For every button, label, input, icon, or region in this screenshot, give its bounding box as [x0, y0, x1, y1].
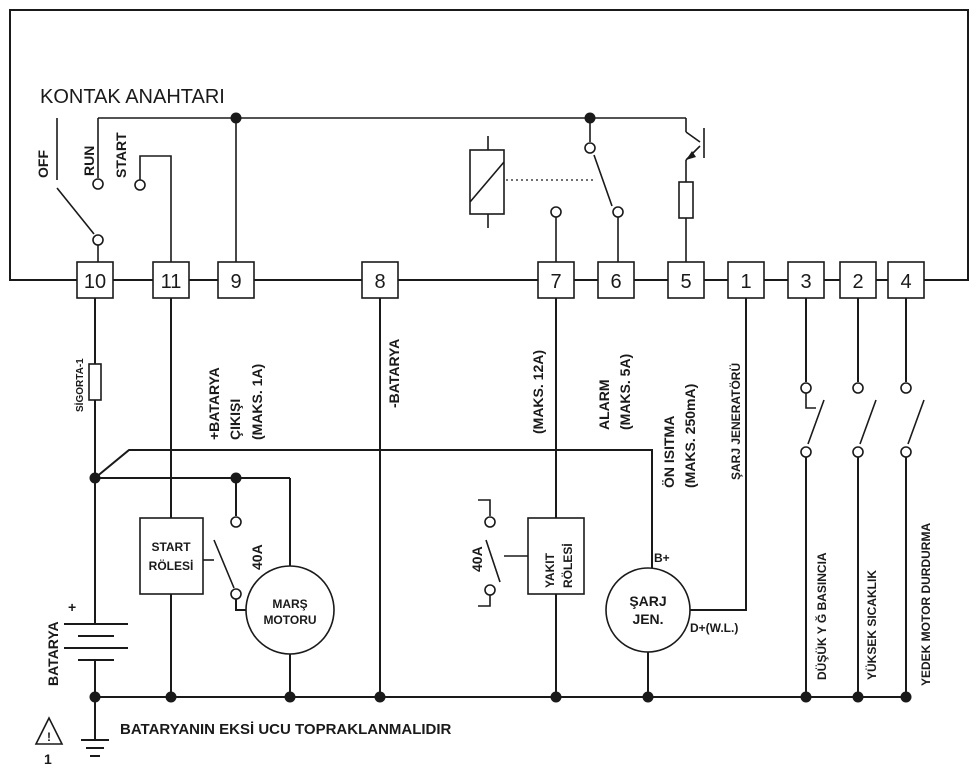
fuse: [88, 298, 653, 624]
starter-motor-label-1: MARŞ: [272, 597, 307, 611]
terminal-7: 7: [537, 261, 575, 299]
svg-text:10: 10: [84, 271, 106, 293]
terminal-11: 11: [152, 261, 190, 299]
low-oil-switch: [800, 298, 825, 697]
spare-stop-switch: [900, 298, 925, 697]
svg-text:7: 7: [550, 271, 561, 293]
terminal-2: 2: [839, 261, 877, 299]
alternator-label-1: ŞARJ: [629, 593, 666, 609]
terminal-6: 6: [597, 261, 635, 299]
warning-number: 1: [44, 751, 52, 767]
terminal-3: 3: [787, 261, 825, 299]
b-plus-label: B+: [654, 551, 670, 565]
battery-out-label-1: +BATARYA: [206, 367, 222, 440]
high-temp-label: YÜKSEK SICAKLIK: [864, 570, 879, 680]
start-relay: [139, 298, 250, 697]
ignition-title: KONTAK ANAHTARI: [40, 86, 225, 108]
battery-out-label-2: ÇIKIŞI: [227, 399, 243, 440]
battery-neg-label: -BATARYA: [386, 339, 402, 408]
preheat-transistor: [678, 118, 705, 262]
ground-bus: [89, 691, 912, 703]
terminal-5: 5: [667, 261, 705, 299]
svg-text:9: 9: [230, 271, 241, 293]
battery-plus: +: [68, 599, 76, 615]
start-contact-label: 40A: [249, 544, 265, 570]
battery-out-label-3: (MAKS. 1A): [249, 364, 265, 440]
battery-label: BATARYA: [45, 621, 61, 686]
fuel-relay-label-2: RÖLESİ: [560, 543, 575, 588]
svg-text:8: 8: [374, 271, 385, 293]
start-relay-label-2: RÖLESİ: [149, 558, 194, 573]
battery-symbol: [64, 623, 128, 697]
terminal-9: 9: [217, 261, 255, 299]
d-plus-label: D+(W.L.): [690, 621, 738, 635]
charge-gen-label: ŞARJ JENERATÖRÜ: [728, 363, 743, 480]
preheat-label-2: (MAKS. 250mA): [682, 384, 698, 488]
svg-text:11: 11: [161, 271, 182, 293]
fuel-relay-label-1: YAKIT: [543, 552, 557, 588]
fuel-relay: [478, 298, 585, 697]
preheat-label-1: ÖN ISITMA: [661, 416, 677, 488]
fuel-contact-label: 40A: [469, 546, 485, 572]
spare-stop-label: YEDEK MOTOR DURDURMA: [919, 523, 933, 686]
switch-run-label: RUN: [81, 146, 97, 176]
alarm-relay: [469, 118, 624, 262]
terminal-10: 10: [76, 261, 114, 299]
alternator-label-2: JEN.: [632, 611, 663, 627]
svg-text:!: !: [47, 730, 51, 744]
ground-symbol-icon: [81, 697, 109, 757]
high-temp-switch: [852, 298, 877, 697]
ground-note: BATARYANIN EKSİ UCU TOPRAKLANMALIDIR: [120, 721, 452, 738]
terminal-1: 1: [727, 261, 765, 299]
ignition-switch: [56, 112, 686, 262]
switch-off-label: OFF: [35, 150, 51, 178]
warning-triangle-icon: !: [34, 716, 64, 745]
svg-text:4: 4: [900, 271, 911, 293]
alarm-label-1: ALARM: [596, 379, 612, 430]
svg-text:6: 6: [610, 271, 621, 293]
terminal-4: 4: [887, 261, 925, 299]
terminal-8: 8: [361, 261, 399, 299]
starter-motor-label-2: MOTORU: [263, 613, 316, 627]
start-relay-label-1: START: [151, 540, 191, 554]
alarm-label-2: (MAKS. 5A): [617, 354, 633, 430]
fuse-label: SİGORTA-1: [73, 358, 86, 412]
fuel-max-label: (MAKS. 12A): [530, 350, 546, 434]
starter-motor: [245, 478, 335, 697]
svg-text:2: 2: [852, 271, 863, 293]
charge-alternator: [605, 298, 747, 697]
low-oil-label: DÜŞÜK Y Ğ BASINCIA: [814, 552, 829, 680]
svg-text:1: 1: [740, 271, 751, 293]
controller-outline: [9, 9, 969, 281]
svg-text:3: 3: [800, 271, 811, 293]
svg-text:5: 5: [680, 271, 691, 293]
switch-start-label: START: [113, 132, 129, 178]
